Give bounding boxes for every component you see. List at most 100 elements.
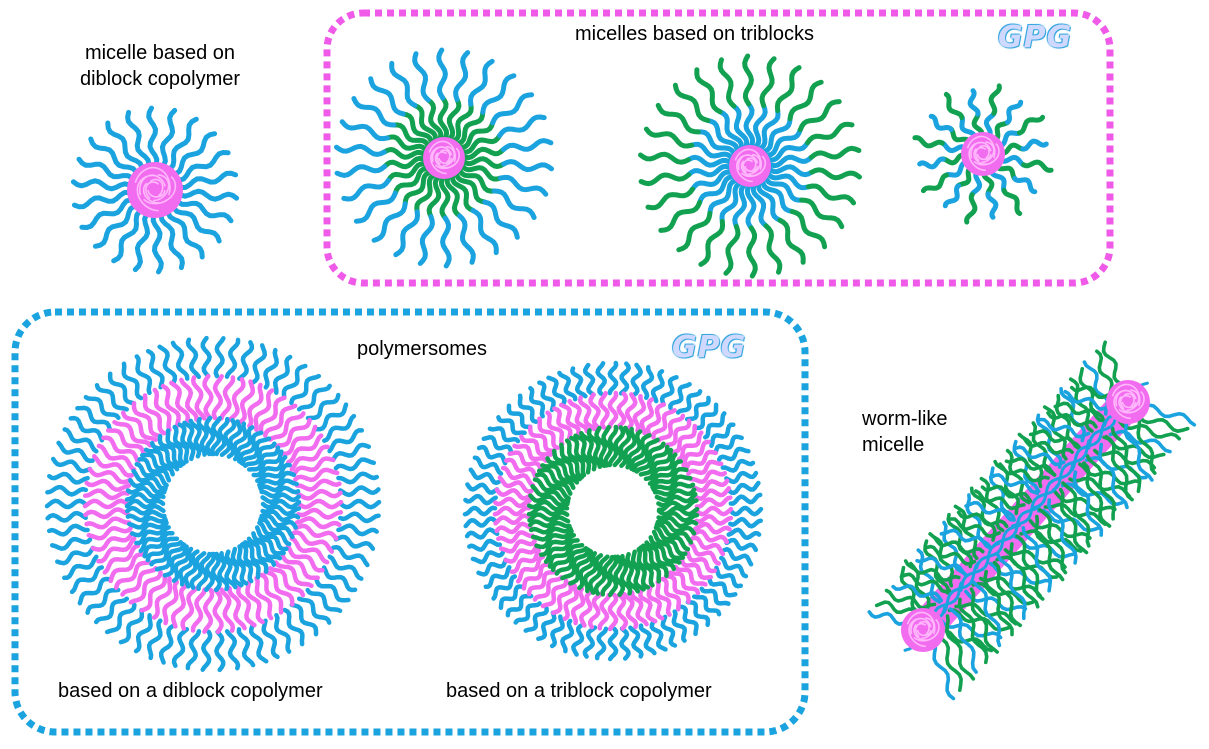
triblock-2-chain-16-seg-0 [705,118,741,156]
poly-triblock-inner-12 [636,547,655,588]
poly-triblock-outer-50 [557,370,578,402]
poly-triblock-inner-17 [613,554,626,597]
poly-triblock-outer-28 [498,584,525,610]
poly-diblock-outer-tail-38 [87,466,133,485]
triblock-2-chain-7-seg-0 [732,181,749,229]
poly-triblock-outer-49 [546,375,567,407]
poly-diblock-inner-19 [196,551,212,592]
poly-diblock-inner-17 [210,551,222,593]
triblock-1-chain-13-seg-1 [334,143,387,157]
triblock-2-core-tangle [734,148,767,183]
poly-diblock-outer-tail-0 [296,498,344,510]
worm-chain-44 [956,510,1009,529]
poly-diblock-outer-head-67 [333,457,377,472]
worm-chain-72 [1013,445,1066,467]
worm-chain-71 [1061,481,1091,548]
poly-diblock-outer-head-38 [50,456,93,474]
diblock-micelle-chain-2-seg-0 [169,201,222,244]
diblock-micelle-chain-6-seg-0 [132,208,153,273]
worm-chain-43 [1008,542,1040,609]
triblock-2-chain-14-seg-1 [643,126,695,149]
poly-triblock-inner-27 [550,542,585,573]
worm-like-micelle [867,340,1197,701]
poly-diblock-outer-head-64 [322,413,357,443]
poly-diblock-inner-16 [214,551,230,592]
poly-diblock-outer-head-56 [250,343,268,385]
worm-chain-9 [916,548,942,604]
poly-triblock-middle-11 [660,576,682,612]
triblock-1-core [423,137,465,179]
poly-diblock-inner-66 [257,470,297,490]
poly-diblock-inner-12 [236,544,254,584]
polymersome-triblock-label: based on a triblock copolymer [446,680,712,702]
poly-triblock-middle-13 [646,583,665,621]
poly-triblock-middle-46 [537,416,560,450]
triblock-1-chain-19-seg-1 [436,47,448,101]
triblock-1-core-tangle [428,140,461,175]
poly-triblock-middle-64 [676,430,704,462]
poly-triblock-middle-18 [607,592,619,632]
triblock-2-chain-23-seg-1 [797,99,842,133]
poly-diblock-inner-32 [127,515,168,530]
poly-diblock-outer-head-49 [157,344,178,385]
worm-chain-94 [1117,419,1181,441]
poly-diblock-outer-head-45 [107,371,137,406]
worm-chain-92 [1053,401,1106,423]
poly-diblock-inner-65 [257,462,292,488]
poly-diblock-outer-tail-10 [263,569,295,607]
poly-triblock-middle-12 [655,579,672,617]
poly-triblock-inner-13 [630,549,651,590]
poly-triblock-inner-2 [655,515,699,529]
worm-chain-83 [1085,454,1116,521]
poly-triblock-inner-58 [626,429,643,472]
triblock-1-chain-3-seg-0 [453,168,488,205]
worm-chain-12 [891,584,943,603]
worm-chain-19 [957,597,989,665]
poly-diblock-inner-25 [154,541,186,572]
poly-diblock-inner-58 [235,425,255,464]
poly-triblock-inner-38 [528,493,571,508]
diblock-micelle-label-line1: micelle based on [84,42,236,64]
poly-diblock-outer-tail-20 [180,586,199,631]
poly-diblock-inner-26 [149,540,183,567]
poly-triblock-outer-59 [659,375,679,407]
poly-diblock-outer-tail-64 [286,433,324,465]
worm-chain-84 [1038,417,1091,439]
poly-diblock-outer-tail-8 [273,560,314,589]
triblock-1-chain-11-seg-0 [385,161,430,183]
poly-triblock-middle-48 [552,406,573,442]
poly-diblock-outer-head-59 [281,363,308,400]
poly-triblock-inner-35 [527,510,570,523]
poly-diblock-outer-tail-62 [274,417,312,449]
poly-diblock-inner-55 [219,418,237,458]
poly-triblock-outer-36 [462,505,498,517]
poly-triblock-outer-39 [468,467,501,486]
poly-triblock-inner-14 [625,552,646,592]
triblock-1-chain-25-seg-0 [459,146,506,161]
poly-triblock-middle-21 [579,589,594,628]
poly-diblock-inner-30 [134,520,169,546]
poly-diblock-inner-59 [238,430,264,466]
worm-chain-20 [909,561,961,582]
triblock-2-chain-21-seg-1 [774,65,802,113]
poly-diblock-outer-head-27 [85,587,121,615]
poly-triblock-outer-31 [476,557,508,577]
triblock-1-chain-15-seg-1 [351,96,397,128]
worm-axial-27 [959,542,1001,592]
diblock-micelle-chain-12-seg-0 [76,156,138,185]
poly-diblock-inner-37 [125,485,167,499]
poly-triblock-outer-43 [487,426,521,444]
triblock-1-chain-20-seg-0 [445,97,462,143]
triblock-3-chain-5-seg-1 [942,183,962,209]
poly-triblock-outer-68 [720,458,756,473]
poly-triblock-outer-47 [528,385,546,419]
triblock-1-chain-14-seg-1 [339,119,390,142]
poly-triblock-middle-6 [684,548,718,574]
poly-triblock-middle-51 [577,395,597,432]
worm-chain-53 [1005,448,1031,505]
poly-diblock-outer-head-46 [121,361,144,401]
triblock-2-chain-17-seg-1 [694,67,723,115]
worm-chain-35 [992,560,1022,628]
triblock-1-chain-18-seg-0 [425,97,444,144]
poly-triblock-inner-11 [638,545,662,584]
